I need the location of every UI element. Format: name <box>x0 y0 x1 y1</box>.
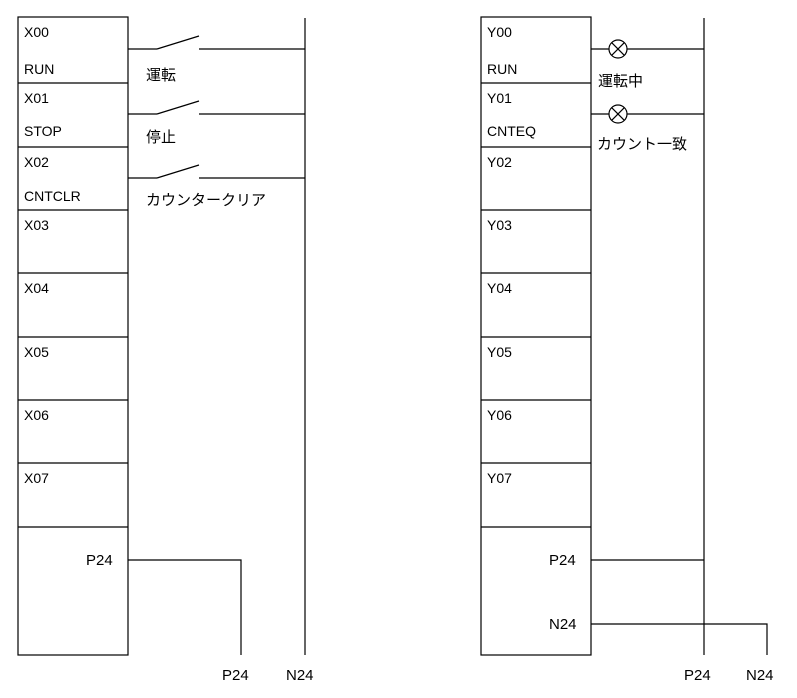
input-address-x06: X06 <box>24 407 49 423</box>
switch-stop: 停止 <box>128 100 305 146</box>
output-address-y02: Y02 <box>487 154 512 170</box>
output-address-y03: Y03 <box>487 217 512 233</box>
switch-run: 運転 <box>128 35 305 84</box>
input-power-terminal-p24: P24 <box>86 552 113 569</box>
left-p24-wire <box>128 559 242 655</box>
output-address-y06: Y06 <box>487 407 512 423</box>
input-module: X00 RUN X01 STOP X02 CNTCLR X03 X04 X05 … <box>17 16 129 656</box>
input-address-x00: X00 <box>24 24 49 40</box>
output-address-y04: Y04 <box>487 280 512 296</box>
output-signal-cnteq: CNTEQ <box>487 123 536 139</box>
right-rail-label-n24: N24 <box>746 667 774 684</box>
switch-cntclr: カウンタークリア <box>128 164 305 209</box>
lamp-label-running: 運転中 <box>598 72 643 90</box>
output-module-frame <box>480 16 592 656</box>
left-rail-label-n24: N24 <box>286 667 314 684</box>
switch-label-stop: 停止 <box>146 128 176 146</box>
output-address-y07: Y07 <box>487 470 512 486</box>
input-address-x02: X02 <box>24 154 49 170</box>
lamp-label-count-match: カウント一致 <box>597 135 687 153</box>
input-signal-run: RUN <box>24 61 54 77</box>
output-address-y05: Y05 <box>487 344 512 360</box>
input-module-frame <box>17 16 129 656</box>
right-rail-label-p24: P24 <box>684 667 711 684</box>
switch-label-cntclr: カウンタークリア <box>146 191 266 209</box>
lamp-count-match: カウント一致 <box>591 104 704 153</box>
input-signal-cntclr: CNTCLR <box>24 188 81 204</box>
lamp-running: 運転中 <box>591 39 704 90</box>
output-module: Y00 RUN Y01 CNTEQ Y02 Y03 Y04 Y05 Y06 Y0… <box>480 16 592 656</box>
input-address-x05: X05 <box>24 344 49 360</box>
input-address-x03: X03 <box>24 217 49 233</box>
left-rails: P24 N24 <box>128 18 314 684</box>
input-address-x07: X07 <box>24 470 49 486</box>
input-address-x04: X04 <box>24 280 49 296</box>
output-power-terminal-p24: P24 <box>549 552 576 569</box>
output-address-y00: Y00 <box>487 24 512 40</box>
output-address-y01: Y01 <box>487 90 512 106</box>
right-rails: P24 N24 <box>591 18 774 684</box>
left-rail-label-p24: P24 <box>222 667 249 684</box>
right-n24-wire <box>591 623 768 655</box>
input-address-x01: X01 <box>24 90 49 106</box>
output-power-terminal-n24: N24 <box>549 616 577 633</box>
switch-label-run: 運転 <box>146 66 176 84</box>
input-signal-stop: STOP <box>24 123 62 139</box>
output-signal-run: RUN <box>487 61 517 77</box>
